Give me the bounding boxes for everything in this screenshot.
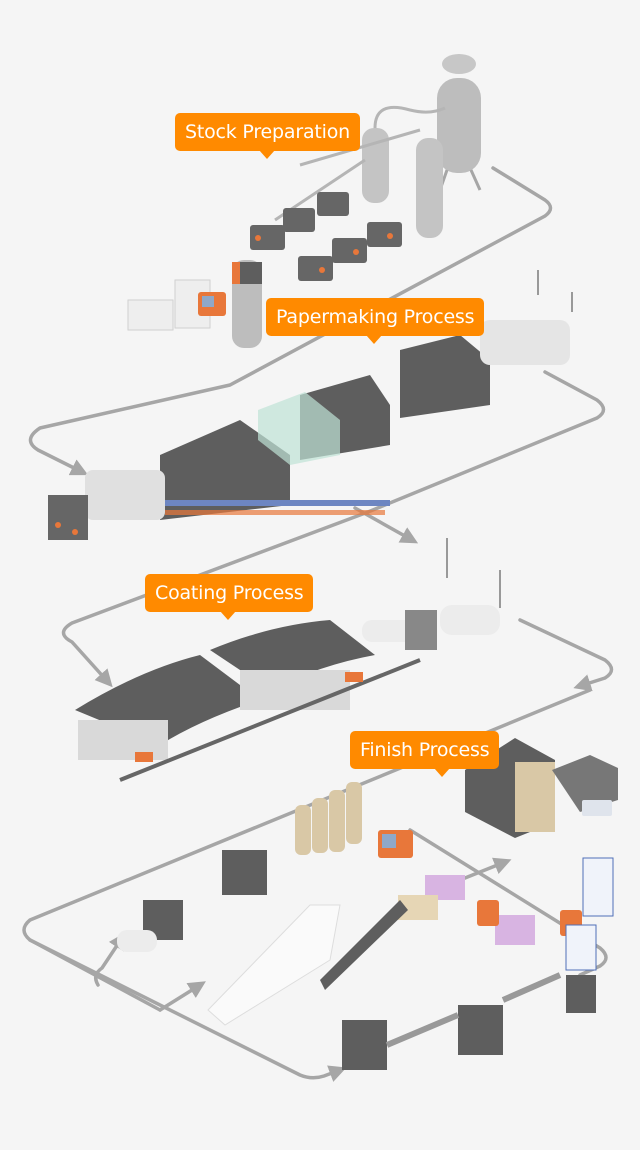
flow-line-stock-to-paper — [28, 166, 553, 476]
box-stack — [582, 857, 614, 917]
pulper — [283, 208, 315, 232]
truck — [582, 800, 612, 816]
flow-line-finish-bottom — [28, 938, 347, 1082]
coater-body — [240, 670, 350, 710]
packaging-machine — [566, 975, 596, 1013]
unwinder — [405, 610, 437, 650]
papermaking-machine — [48, 270, 573, 540]
hood-1 — [160, 420, 290, 520]
silo-cap — [442, 54, 476, 74]
finish-equipment — [117, 738, 618, 1070]
shipping-shed — [552, 755, 618, 812]
glass-section — [258, 392, 340, 465]
silo-large — [437, 78, 481, 173]
packaging-machine — [342, 1020, 387, 1070]
pulper — [317, 192, 349, 216]
pink-pallet — [495, 915, 535, 945]
hood-3 — [400, 335, 490, 418]
conveyor — [385, 972, 562, 1048]
paper-roll — [440, 605, 500, 635]
pulpers — [250, 192, 402, 281]
felt-band — [160, 500, 390, 506]
stock-preparation-equipment — [127, 54, 482, 348]
box-stack — [565, 924, 597, 971]
stage-label-coating-process[interactable]: Coating Process — [145, 574, 314, 612]
cutter-table — [207, 904, 341, 1026]
dryer-rolls — [165, 510, 385, 515]
flow-line-coat-to-finish — [518, 618, 614, 692]
wire-section — [85, 470, 165, 520]
coater-accent — [345, 672, 363, 682]
tank-2 — [416, 138, 443, 238]
pulper — [367, 222, 402, 247]
flow-line-to-warehouse — [458, 857, 512, 882]
headbox-tanks — [48, 495, 88, 540]
reel — [480, 320, 570, 365]
coater-accent — [135, 752, 153, 762]
flow-line-finish-loop — [158, 981, 206, 1012]
hopper-accent — [232, 262, 240, 284]
sheeter — [222, 850, 267, 895]
flow-line-forklift-route — [408, 828, 608, 977]
packaging-machine — [458, 1005, 503, 1055]
pulper — [298, 256, 333, 281]
stage-label-stock-preparation[interactable]: Stock Preparation — [175, 113, 360, 151]
white-roll — [117, 930, 157, 952]
bale-stack — [127, 299, 174, 331]
coater-frame — [119, 658, 421, 782]
paper-roll-stack — [295, 782, 362, 855]
cutter-base — [320, 900, 408, 990]
flow-lines — [22, 166, 614, 1082]
warehouse-racks — [515, 762, 555, 832]
forklift-window — [382, 834, 396, 848]
tank-1 — [362, 128, 389, 203]
forklift-body — [477, 900, 499, 926]
bale-stack — [174, 279, 211, 329]
forklift-window — [202, 296, 214, 307]
coater-body — [78, 720, 168, 760]
stage-label-papermaking-process[interactable]: Papermaking Process — [266, 298, 485, 336]
pulper — [250, 225, 285, 250]
pulper — [332, 238, 367, 263]
stage-label-finish-process[interactable]: Finish Process — [350, 731, 500, 769]
coating-machine — [75, 538, 501, 782]
